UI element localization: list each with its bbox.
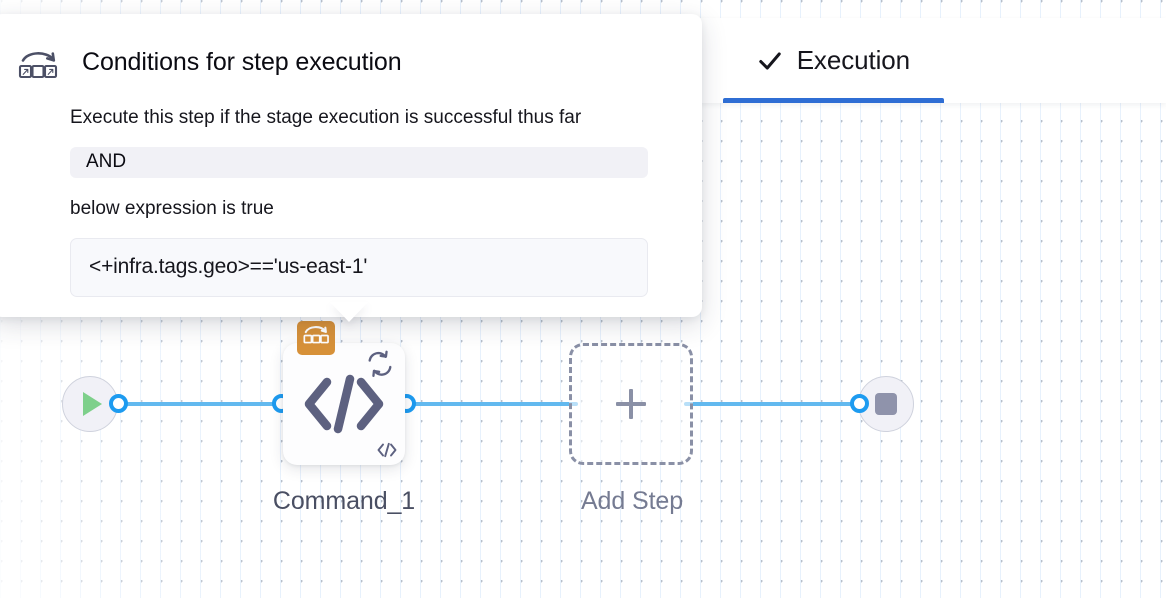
- tab-execution[interactable]: Execution: [722, 18, 944, 103]
- step-node-command[interactable]: [283, 321, 405, 465]
- conditional-execution-badge[interactable]: [297, 321, 335, 355]
- check-icon: [757, 48, 783, 74]
- popover-body: Execute this step if the stage execution…: [10, 106, 674, 297]
- code-brackets-small-icon: [376, 441, 398, 459]
- step-node-label: Command_1: [272, 487, 416, 515]
- play-icon: [83, 392, 102, 416]
- conditional-execution-icon: [16, 46, 60, 86]
- port-start-output[interactable]: [109, 394, 128, 413]
- add-step-label: Add Step: [580, 487, 684, 515]
- code-brackets-icon: [302, 372, 386, 436]
- popover-pointer: [330, 302, 368, 322]
- condition-description-line-2: below expression is true: [70, 197, 274, 219]
- add-step-button[interactable]: [569, 343, 693, 465]
- port-end-input[interactable]: [850, 394, 869, 413]
- tab-execution-label: Execution: [796, 45, 910, 75]
- condition-operator-select[interactable]: AND: [70, 146, 648, 178]
- conditional-execution-icon: [302, 323, 330, 353]
- edge-addstep-to-end: [684, 402, 864, 406]
- edge-command-to-addstep: [398, 402, 578, 406]
- stop-icon: [875, 393, 897, 415]
- plus-icon: [616, 389, 646, 419]
- condition-description-line-1: Execute this step if the stage execution…: [70, 107, 582, 128]
- popover-title: Conditions for step execution: [82, 48, 402, 76]
- condition-expression-field[interactable]: <+infra.tags.geo>=='us-east-1': [70, 237, 648, 297]
- tab-active-indicator: [722, 98, 944, 103]
- conditions-popover: Conditions for step execution Execute th…: [0, 14, 702, 317]
- edge-start-to-command: [110, 402, 290, 406]
- popover-header: Conditions for step execution: [10, 40, 674, 86]
